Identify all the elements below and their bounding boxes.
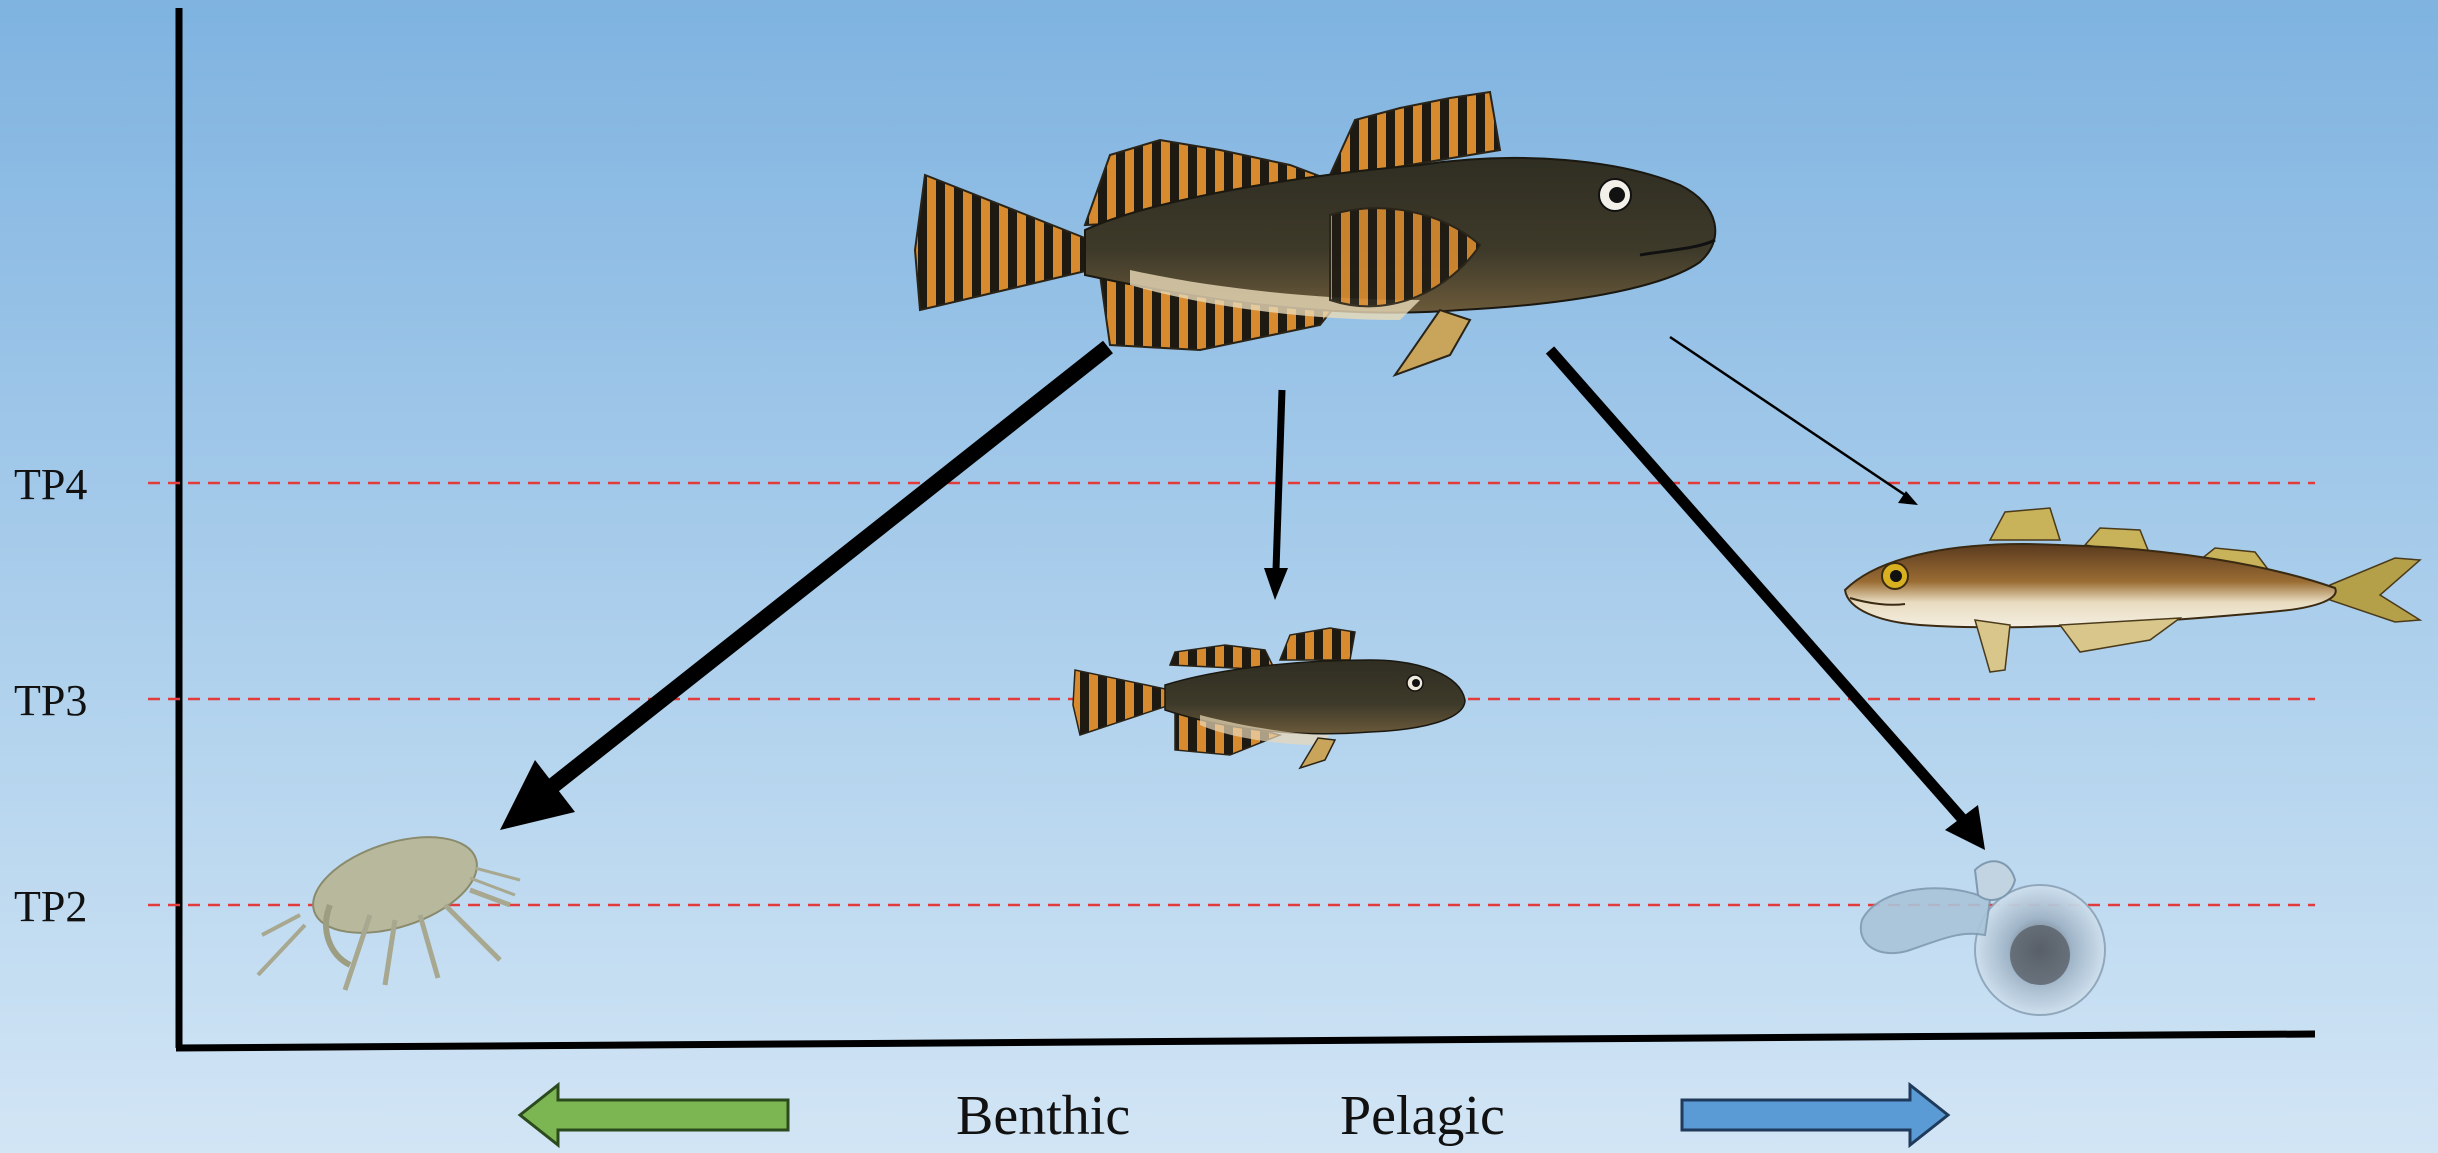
- x-axis: [176, 1034, 2315, 1048]
- adult-sculpin-image: [915, 92, 1715, 375]
- cod-image: [1845, 508, 2420, 672]
- tp2-label: TP2: [14, 885, 87, 929]
- pelagic-direction-arrow: [1682, 1085, 1948, 1145]
- arrow-to-amphipod: [545, 347, 1108, 792]
- arrow-to-juvenile-sculpin: [1276, 390, 1282, 570]
- benthic-label: Benthic: [956, 1088, 1130, 1144]
- tp3-label: TP3: [14, 679, 87, 723]
- benthic-direction-arrow: [520, 1085, 788, 1145]
- pelagic-label: Pelagic: [1340, 1088, 1505, 1144]
- arrow-to-juvenile-sculpin-head: [1264, 568, 1288, 600]
- arrow-to-cod: [1670, 337, 1908, 497]
- tp4-label: TP4: [14, 463, 87, 507]
- diet-arrows: [500, 337, 1985, 850]
- juvenile-sculpin-image: [1073, 628, 1465, 768]
- pteropod-image: [1861, 861, 2105, 1015]
